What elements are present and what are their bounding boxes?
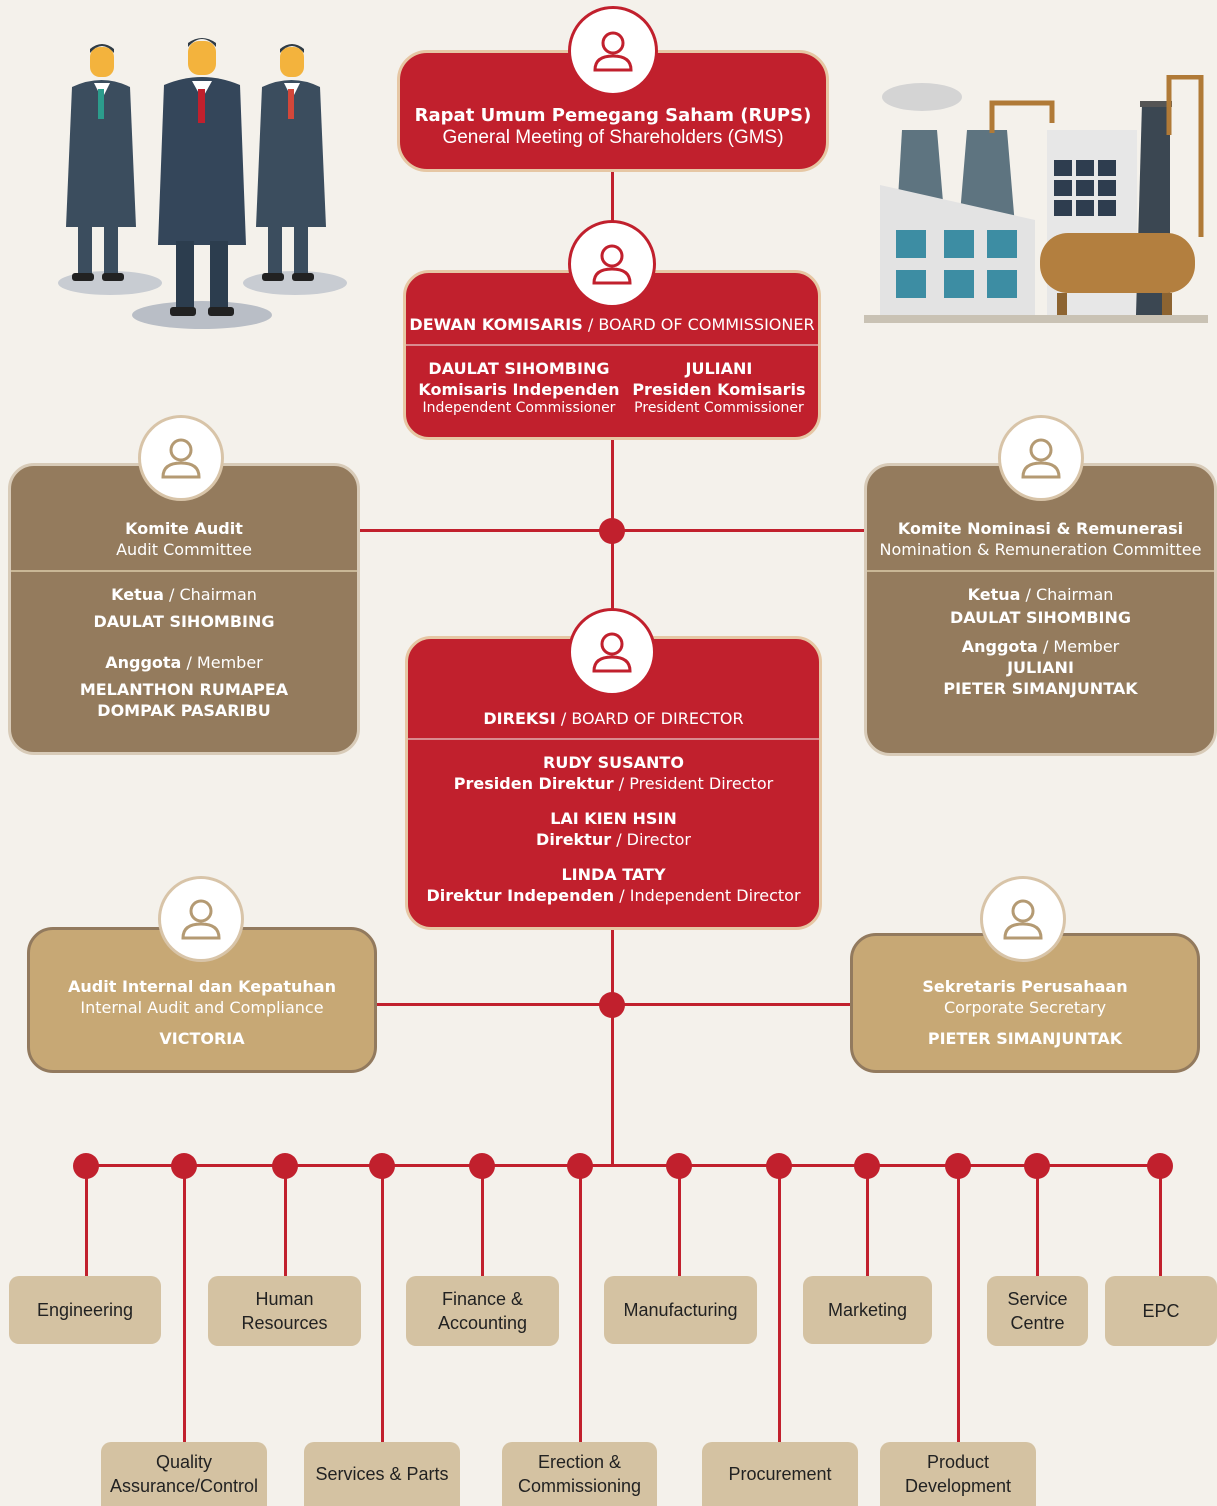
dept-node bbox=[766, 1153, 792, 1179]
dept-node bbox=[1024, 1153, 1050, 1179]
dept-node bbox=[369, 1153, 395, 1179]
person-icon bbox=[568, 220, 656, 308]
person-icon bbox=[998, 415, 1084, 501]
boc-member: JULIANI Presiden Komisaris President Com… bbox=[632, 359, 806, 416]
dept-connector bbox=[778, 1166, 781, 1444]
person-icon bbox=[568, 6, 658, 96]
director-member: LAI KIEN HSIN Direktur / Director bbox=[536, 809, 691, 849]
dept-finance-accounting: Finance &Accounting bbox=[406, 1276, 559, 1346]
dept-marketing: Marketing bbox=[803, 1276, 932, 1344]
dept-connector bbox=[1036, 1166, 1039, 1278]
dept-connector bbox=[284, 1166, 287, 1278]
person-icon bbox=[568, 608, 656, 696]
person-icon bbox=[158, 876, 244, 962]
dept-node bbox=[171, 1153, 197, 1179]
dept-node bbox=[854, 1153, 880, 1179]
dept-manufacturing: Manufacturing bbox=[604, 1276, 757, 1344]
person-icon bbox=[980, 876, 1066, 962]
dept-connector bbox=[957, 1166, 960, 1444]
boc-title-en: / BOARD OF COMMISSIONER bbox=[587, 315, 815, 334]
connector-departments bbox=[86, 1164, 1161, 1167]
connector-node bbox=[599, 518, 625, 544]
audit-committee-title-id: Komite Audit bbox=[125, 519, 243, 538]
audit-committee-member: DOMPAK PASARIBU bbox=[97, 701, 271, 720]
director-member: LINDA TATY Direktur Independen / Indepen… bbox=[426, 865, 801, 905]
rups-title: Rapat Umum Pemegang Saham (RUPS) bbox=[414, 105, 812, 126]
dept-node bbox=[73, 1153, 99, 1179]
dept-engineering: Engineering bbox=[9, 1276, 161, 1344]
dept-epc: EPC bbox=[1105, 1276, 1217, 1346]
director-member: RUDY SUSANTO Presiden Direktur / Preside… bbox=[453, 753, 774, 793]
bod-title-id: DIREKSI bbox=[483, 709, 556, 728]
corporate-secretary-title-id: Sekretaris Perusahaan bbox=[922, 977, 1128, 996]
dept-connector bbox=[183, 1166, 186, 1444]
dept-procurement: Procurement bbox=[702, 1442, 858, 1506]
dept-services-parts: Services & Parts bbox=[304, 1442, 460, 1506]
dept-connector bbox=[678, 1166, 681, 1278]
internal-audit-title-en: Internal Audit and Compliance bbox=[80, 998, 324, 1017]
dept-connector bbox=[1159, 1166, 1162, 1278]
audit-committee-title-en: Audit Committee bbox=[116, 540, 252, 559]
internal-audit-title-id: Audit Internal dan Kepatuhan bbox=[68, 977, 336, 996]
boc-title-id: DEWAN KOMISARIS bbox=[409, 315, 583, 334]
nomination-committee-title-en: Nomination & Remuneration Committee bbox=[879, 540, 1202, 559]
dept-node bbox=[272, 1153, 298, 1179]
dept-node bbox=[945, 1153, 971, 1179]
dept-connector bbox=[85, 1166, 88, 1276]
nomination-committee-member: JULIANI bbox=[1007, 658, 1074, 677]
audit-committee-member: MELANTHON RUMAPEA bbox=[79, 680, 289, 699]
nomination-committee-chair: DAULAT SIHOMBING bbox=[949, 608, 1132, 627]
dept-connector bbox=[866, 1166, 869, 1278]
nomination-committee-title-id: Komite Nominasi & Remunerasi bbox=[897, 519, 1184, 538]
dept-node bbox=[666, 1153, 692, 1179]
nomination-committee-member: PIETER SIMANJUNTAK bbox=[943, 679, 1138, 698]
dept-connector bbox=[481, 1166, 484, 1278]
internal-audit-name: VICTORIA bbox=[159, 1029, 245, 1048]
dept-node bbox=[567, 1153, 593, 1179]
person-icon bbox=[138, 415, 224, 501]
audit-committee-box: Komite Audit Audit Committee Ketua / Cha… bbox=[8, 463, 360, 755]
corporate-secretary-name: PIETER SIMANJUNTAK bbox=[927, 1029, 1123, 1048]
bod-title-en: / BOARD OF DIRECTOR bbox=[560, 709, 744, 728]
audit-committee-chair: DAULAT SIHOMBING bbox=[93, 612, 275, 631]
nomination-committee-box: Komite Nominasi & Remunerasi Nomination … bbox=[864, 463, 1217, 756]
corporate-secretary-title-en: Corporate Secretary bbox=[943, 998, 1107, 1017]
factory-illustration bbox=[864, 75, 1208, 323]
dept-node bbox=[469, 1153, 495, 1179]
connector-node bbox=[599, 992, 625, 1018]
dept-erection-commissioning: Erection &Commissioning bbox=[502, 1442, 657, 1506]
rups-subtitle: General Meeting of Shareholders (GMS) bbox=[442, 127, 784, 148]
dept-node bbox=[1147, 1153, 1173, 1179]
boc-member: DAULAT SIHOMBING Komisaris Independen In… bbox=[418, 359, 620, 416]
businessmen-illustration bbox=[58, 38, 347, 329]
dept-connector bbox=[381, 1166, 384, 1444]
dept-connector bbox=[579, 1166, 582, 1444]
